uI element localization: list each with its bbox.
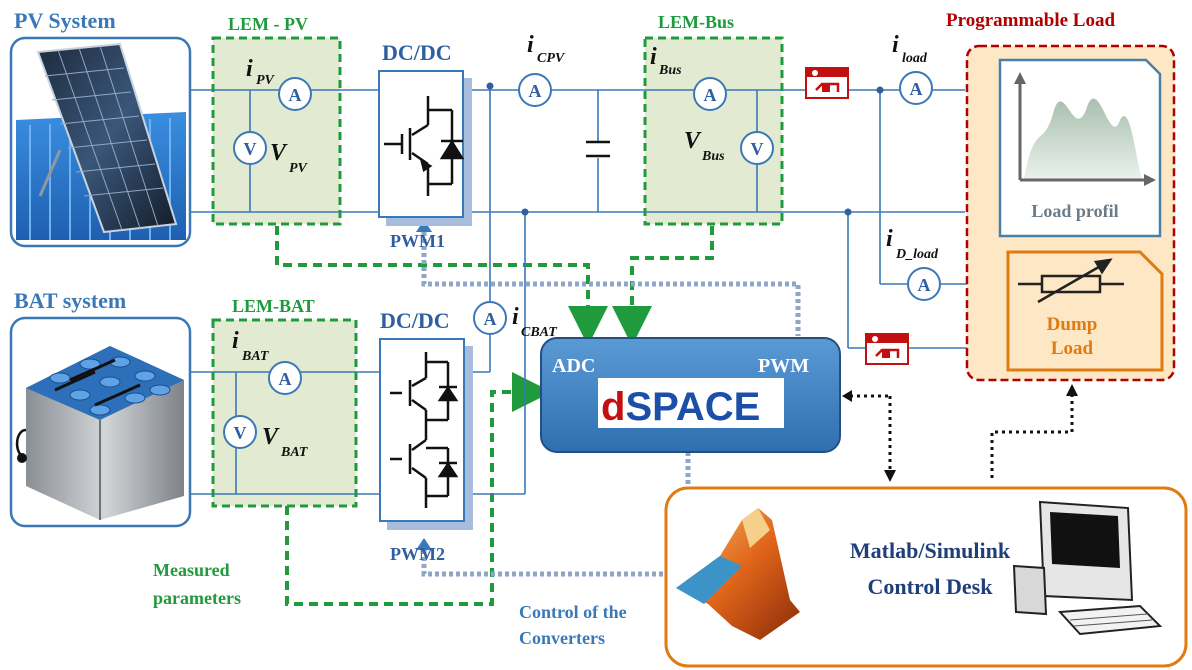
desktop-computer-icon	[1012, 500, 1163, 636]
ammeter-pv: A	[278, 77, 312, 111]
dspace-logo-plate	[598, 378, 784, 428]
i-dload-subscript: D_load	[895, 247, 939, 262]
i-cpv-subscript: CPV	[537, 51, 566, 66]
voltmeter-bat: V	[223, 415, 257, 449]
dspace-adc-label: ADC	[552, 355, 595, 377]
ammeter-cpv: A	[518, 73, 552, 107]
v-pv-subscript: PV	[289, 161, 309, 176]
comm-lines	[850, 394, 1074, 478]
v-bus-subscript: Bus	[701, 149, 725, 164]
dspace-logo: dSPACE	[601, 385, 760, 429]
igbt-switch-icon	[390, 352, 459, 508]
pwm-control-lines	[421, 232, 801, 577]
svg-text:A: A	[279, 369, 292, 389]
capacitor-icon	[586, 140, 610, 158]
pv-system-title: PV System	[14, 8, 116, 33]
i-bat-subscript: BAT	[241, 349, 270, 364]
software-line-2: Control Desk	[868, 574, 994, 599]
svg-text:A: A	[918, 275, 931, 295]
lem-bus-box	[643, 36, 784, 226]
ammeter-bat: A	[268, 361, 302, 395]
svg-text:A: A	[289, 85, 302, 105]
junction-dots	[486, 82, 884, 216]
i-pv-label: i	[246, 56, 253, 82]
pwm2-label: PWM2	[390, 544, 445, 564]
dcdc-bottom-box	[379, 338, 465, 522]
i-pv-subscript: PV	[256, 73, 276, 88]
bat-system-title: BAT system	[14, 288, 126, 313]
ammeter-load: A	[899, 71, 933, 105]
i-cbat-subscript: CBAT	[521, 325, 558, 340]
dump-load-label-2: Load	[1051, 338, 1094, 359]
lem-pv-box	[211, 36, 342, 226]
svg-text:V: V	[234, 423, 247, 443]
svg-text:A: A	[529, 81, 542, 101]
measured-lines	[275, 226, 714, 606]
i-bat-label: i	[232, 328, 239, 354]
i-bus-label: i	[650, 44, 657, 70]
v-bus-label: V	[684, 128, 702, 154]
dump-load-label-1: Dump	[1047, 314, 1098, 335]
i-load-label: i	[892, 32, 899, 58]
dcdc-bottom-label: DC/DC	[380, 308, 450, 333]
i-cpv-label: i	[527, 32, 534, 58]
battery-pack-icon	[15, 346, 184, 520]
lem-bat-title: LEM-BAT	[232, 296, 315, 316]
lem-bus-title: LEM-Bus	[658, 12, 734, 32]
svg-text:A: A	[484, 309, 497, 329]
i-bus-subscript: Bus	[658, 63, 682, 78]
lem-bat-box	[211, 318, 358, 508]
igbt-switch-icon	[384, 96, 465, 196]
i-cbat-label: i	[512, 304, 519, 330]
svg-text:A: A	[910, 79, 923, 99]
load-profile-chart-icon	[1014, 72, 1156, 186]
load-profile-label: Load profil	[1031, 201, 1118, 221]
solar-panel-icon	[16, 42, 186, 240]
measured-label-2: parameters	[153, 588, 241, 608]
ammeter-dload: A	[907, 267, 941, 301]
comm-arrowheads	[842, 384, 1078, 482]
dcdc-top-label: DC/DC	[382, 40, 452, 65]
voltmeter-bus: V	[740, 131, 774, 165]
i-load-subscript: load	[902, 51, 928, 66]
lem-pv-title: LEM - PV	[228, 14, 308, 34]
variable-resistor-icon	[1018, 258, 1124, 304]
i-dload-label: i	[886, 226, 893, 252]
control-label-2: Converters	[519, 628, 605, 648]
v-pv-label: V	[270, 140, 288, 166]
voltmeter-pv: V	[233, 131, 267, 165]
dspace-pwm-label: PWM	[758, 355, 809, 377]
v-bat-label: V	[262, 424, 280, 450]
pwm1-label: PWM1	[390, 231, 445, 251]
svg-text:A: A	[704, 85, 717, 105]
software-line-1: Matlab/Simulink	[850, 538, 1011, 563]
svg-text:V: V	[751, 139, 764, 159]
programmable-load-title: Programmable Load	[946, 10, 1115, 31]
v-bat-subscript: BAT	[280, 445, 309, 460]
control-label-1: Control of the	[519, 602, 627, 622]
ammeter-bus: A	[693, 77, 727, 111]
svg-text:V: V	[244, 139, 257, 159]
ammeter-cbat: A	[473, 301, 507, 335]
measured-label-1: Measured	[153, 560, 230, 580]
relay-switch-icon	[805, 67, 849, 99]
relay-switch-icon	[865, 333, 909, 365]
matlab-logo-icon	[676, 508, 800, 640]
